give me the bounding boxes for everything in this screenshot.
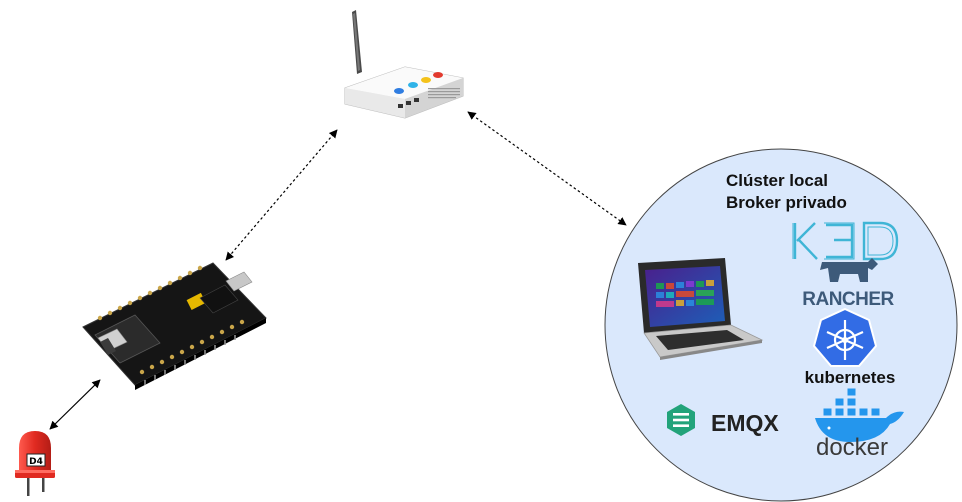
- cluster-title-line1: Clúster local: [726, 171, 829, 190]
- rancher-cow-icon: [820, 258, 878, 282]
- wifi-router-icon: [344, 10, 464, 119]
- docker-whale-icon: [815, 387, 904, 442]
- nodemcu-esp8266-board-icon: [82, 262, 267, 390]
- link-router-esp: [225, 129, 338, 261]
- emqx-icon: [667, 404, 695, 436]
- docker-logo: docker: [815, 387, 904, 461]
- led-label: D4: [29, 457, 43, 467]
- cluster-title-line2: Broker privado: [726, 193, 847, 212]
- link-router-cluster: [467, 111, 627, 226]
- kubernetes-logo: kubernetes: [805, 307, 896, 387]
- emqx-wordmark: EMQX: [711, 410, 779, 436]
- laptop-icon: [638, 258, 764, 360]
- rancher-logo: RANCHER: [802, 258, 895, 310]
- k3d-logo: [792, 221, 899, 261]
- rancher-wordmark: RANCHER: [802, 289, 894, 310]
- kubernetes-wordmark: kubernetes: [805, 368, 896, 387]
- red-led-icon: D4: [15, 431, 55, 496]
- link-esp-led: [49, 379, 101, 430]
- docker-wordmark: docker: [816, 434, 888, 461]
- emqx-logo: EMQX: [667, 404, 779, 436]
